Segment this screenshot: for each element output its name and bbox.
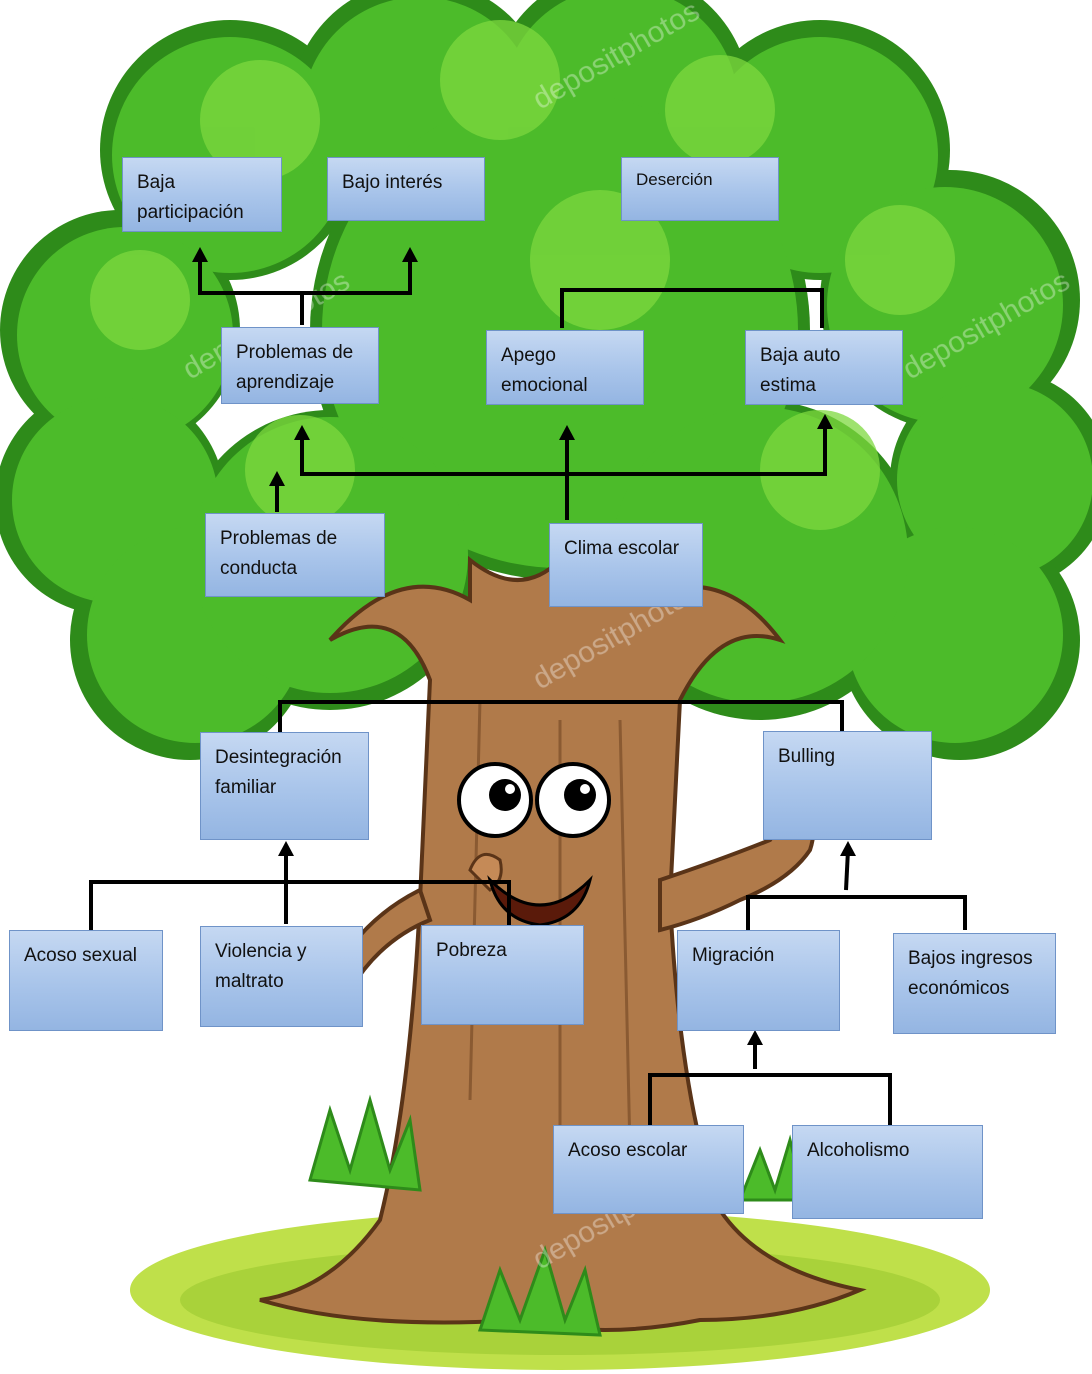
node-acoso-escolar: Acoso escolar [553, 1125, 744, 1214]
node-baja-autoestima: Baja auto estima [745, 330, 903, 405]
connector-apego-autoestima [560, 288, 824, 328]
node-apego-emocional: Apego emocional [486, 330, 644, 405]
arrowheads [192, 247, 856, 1045]
connector-desintegracion-bulling [278, 700, 844, 734]
node-desercion: Deserción [621, 157, 779, 221]
grass-tufts [308, 1094, 807, 1337]
node-problemas-conducta: Problemas de conducta [205, 513, 385, 597]
node-migracion: Migración [677, 930, 840, 1031]
connector-aprendizaje-to-effects [198, 258, 304, 325]
node-bulling: Bulling [763, 731, 932, 840]
connector-clima-spread [300, 425, 827, 476]
node-alcoholismo: Alcoholismo [792, 1125, 983, 1219]
node-clima-escolar: Clima escolar [549, 523, 703, 607]
connector-acoso-alcoholismo [648, 1073, 892, 1125]
connector-migracion-ingresos [746, 895, 967, 930]
node-bajo-interes: Bajo interés [327, 157, 485, 221]
connector-acoso-pobreza [89, 880, 511, 930]
node-desintegracion-familiar: Desintegración familiar [200, 732, 369, 840]
node-baja-participacion: Baja participación [122, 157, 282, 232]
node-violencia-maltrato: Violencia y maltrato [200, 926, 363, 1027]
node-problemas-aprendizaje: Problemas de aprendizaje [221, 327, 379, 404]
node-acoso-sexual: Acoso sexual [9, 930, 163, 1031]
connectors [89, 258, 967, 1125]
node-pobreza: Pobreza [421, 925, 584, 1025]
tree-face [457, 762, 611, 927]
node-bajos-ingresos: Bajos ingresos económicos [893, 933, 1056, 1034]
